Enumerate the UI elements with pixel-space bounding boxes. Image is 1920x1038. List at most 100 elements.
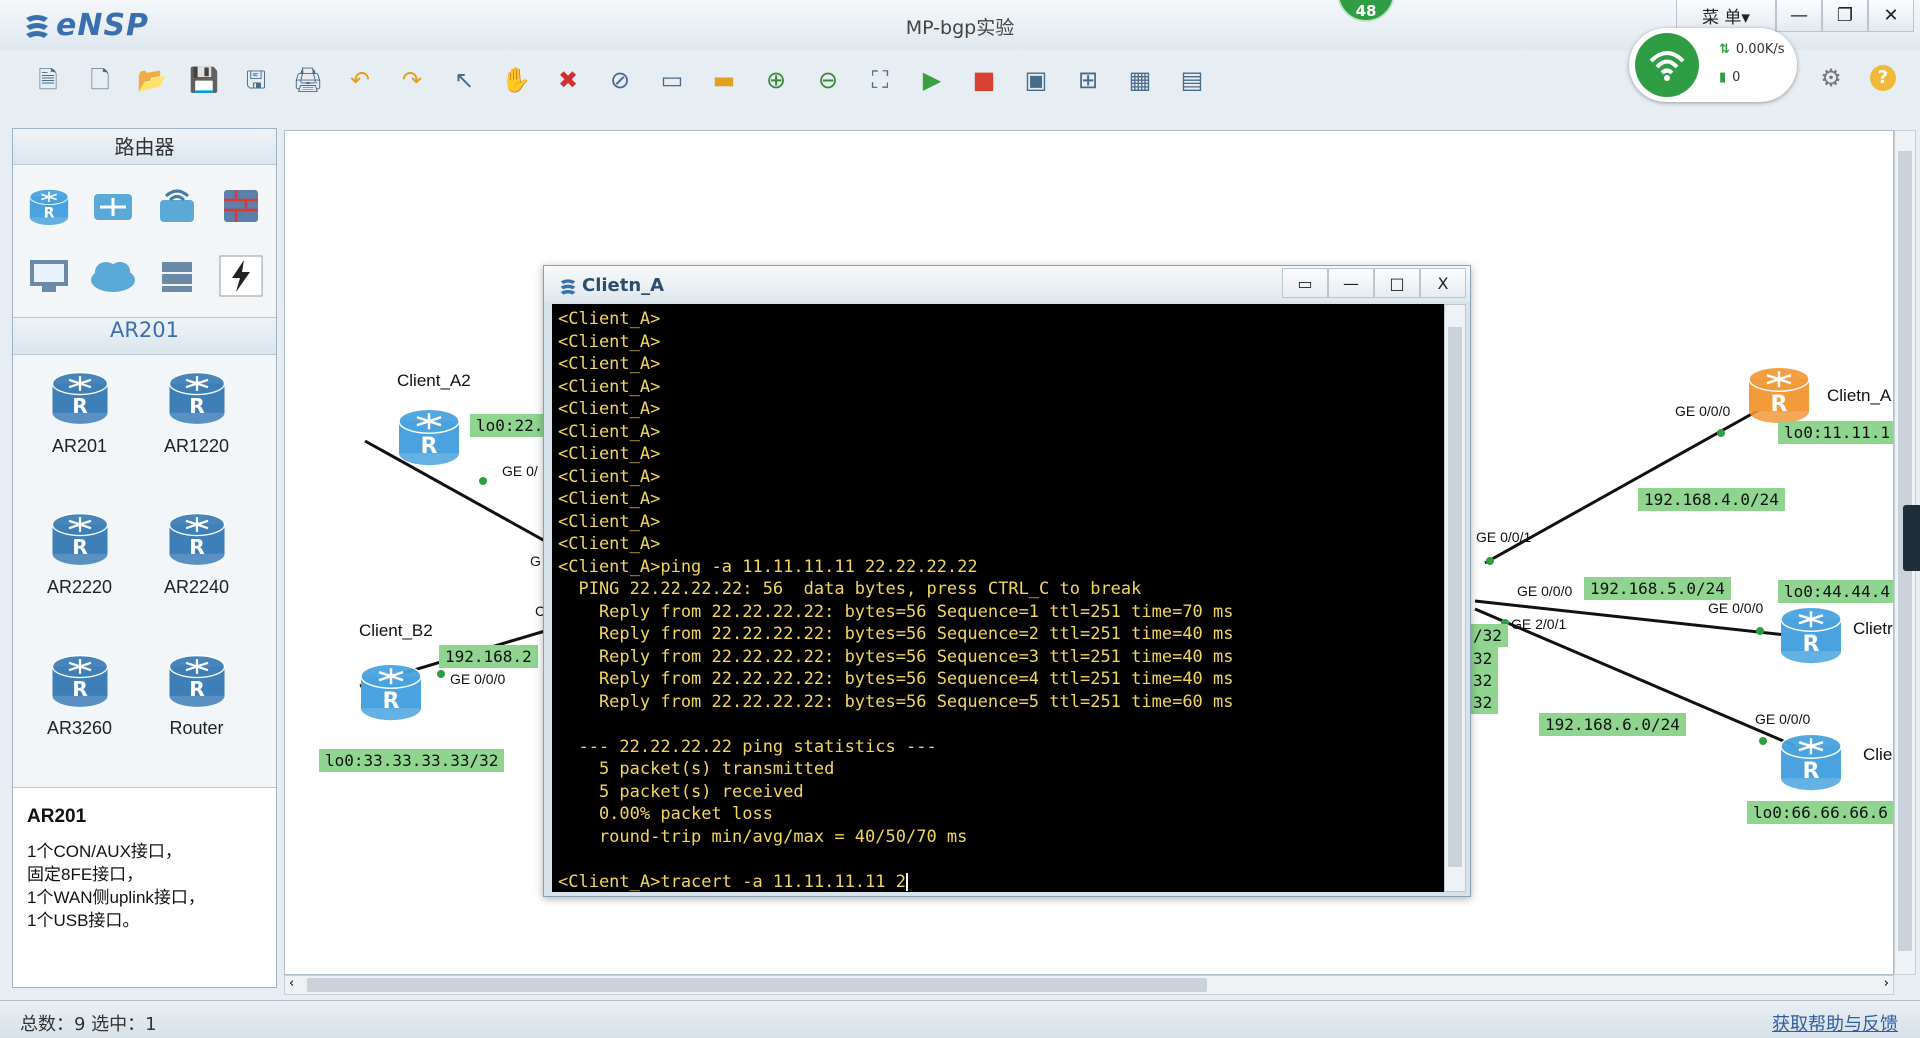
terminal-line-text: 5 packet(s) received bbox=[558, 781, 804, 802]
tag-mask: /32 bbox=[1467, 624, 1508, 647]
description-line: 1个WAN侧uplink接口， bbox=[27, 888, 205, 907]
device-ar2240[interactable]: R AR2240 bbox=[138, 506, 255, 618]
text-annotation-button[interactable]: ▭ bbox=[646, 54, 698, 106]
device-router[interactable]: R Router bbox=[138, 648, 255, 760]
side-dock-tab[interactable] bbox=[1903, 505, 1920, 571]
link-bottom bbox=[1474, 607, 1796, 748]
switch-category-icon[interactable] bbox=[81, 173, 145, 239]
settings-gear-button[interactable]: ⚙ bbox=[1805, 52, 1857, 104]
delete-link-button[interactable]: ⊘ bbox=[594, 54, 646, 106]
tag-net5: 192.168.5.0/24 bbox=[1584, 577, 1731, 600]
shape-rectangle-button[interactable]: ▬ bbox=[698, 54, 750, 106]
device-ar2220[interactable]: R AR2220 bbox=[21, 506, 138, 618]
terminal-line-text: <Client_A> bbox=[558, 399, 661, 419]
terminal-window[interactable]: Clietn_A ▭ — □ X <Client_A><Client_A><Cl… bbox=[543, 265, 1471, 897]
zoom-in-button[interactable]: ⊕ bbox=[750, 54, 802, 106]
svg-text:R: R bbox=[189, 535, 205, 559]
select-pointer-button[interactable]: ↖ bbox=[438, 54, 490, 106]
scroll-left-icon[interactable]: ‹ bbox=[289, 976, 295, 991]
svg-text:R: R bbox=[421, 434, 438, 459]
description-line: 1个CON/AUX接口， bbox=[27, 842, 182, 861]
device-ar201[interactable]: R AR201 bbox=[21, 365, 138, 477]
stop-device-button[interactable]: ■ bbox=[958, 54, 1010, 106]
link-mid bbox=[1474, 599, 1796, 638]
terminal-line: <Client_A> bbox=[558, 353, 1438, 376]
terminal-line-text: Reply from 22.22.22.22: bytes=56 Sequenc… bbox=[558, 624, 1234, 644]
other-device-category-icon[interactable] bbox=[145, 243, 209, 309]
scrollbar-thumb[interactable] bbox=[1448, 327, 1462, 867]
help-feedback-link[interactable]: 获取帮助与反馈 bbox=[1772, 1014, 1898, 1035]
router-cliet-right[interactable]: R bbox=[1775, 599, 1847, 667]
network-monitor-widget[interactable]: ⇅0.00K/s ▮0 bbox=[1629, 28, 1797, 102]
terminal-minimize-button[interactable]: — bbox=[1328, 268, 1374, 298]
tag-lo-b2: lo0:33.33.33.33/32 bbox=[319, 749, 505, 772]
terminal-maximize-button[interactable]: □ bbox=[1374, 268, 1420, 298]
device-ar1220[interactable]: R AR1220 bbox=[138, 365, 255, 477]
text-cursor bbox=[906, 872, 908, 891]
pan-hand-button[interactable]: ✋ bbox=[490, 54, 542, 106]
print-button[interactable]: 🖨 bbox=[282, 54, 334, 106]
main-menu-button[interactable]: 菜 单▾ bbox=[1676, 0, 1776, 32]
description-line: 固定8FE接口， bbox=[27, 865, 144, 884]
terminal-line: <Client_A> bbox=[558, 398, 1438, 421]
close-button[interactable]: ✕ bbox=[1868, 0, 1914, 32]
select-pointer-icon: ↖ bbox=[453, 66, 475, 94]
delete-button[interactable]: ✖ bbox=[542, 54, 594, 106]
undo-button[interactable]: ↶ bbox=[334, 54, 386, 106]
minimize-button[interactable]: — bbox=[1776, 0, 1822, 32]
cli-button[interactable]: ▤ bbox=[1166, 54, 1218, 106]
device-label: AR3260 bbox=[46, 718, 113, 739]
help-button[interactable]: ? bbox=[1857, 52, 1909, 104]
device-label: AR1220 bbox=[163, 435, 230, 456]
wifi-icon bbox=[1635, 33, 1699, 97]
wireless-category-icon[interactable] bbox=[145, 173, 209, 239]
svg-text:R: R bbox=[1803, 632, 1820, 657]
open-folder-button[interactable]: 📂 bbox=[126, 54, 178, 106]
save-as-button[interactable]: 🖫 bbox=[230, 54, 282, 106]
scrollbar-thumb[interactable] bbox=[307, 978, 1207, 992]
terminal-line: 5 packet(s) transmitted bbox=[558, 758, 1438, 781]
router-client-b2[interactable]: R bbox=[355, 656, 427, 724]
cloud-category-icon[interactable] bbox=[81, 243, 145, 309]
device-label: AR2220 bbox=[46, 577, 113, 598]
svg-text:R: R bbox=[189, 677, 205, 701]
start-device-button[interactable]: ▶ bbox=[906, 54, 958, 106]
router-clie-right[interactable]: R bbox=[1775, 726, 1847, 794]
ensp-logo-icon bbox=[26, 15, 48, 38]
capture-button[interactable]: ▣ bbox=[1010, 54, 1062, 106]
router-category-icon[interactable]: R bbox=[17, 173, 81, 239]
link-a2 bbox=[364, 439, 546, 543]
topology-button[interactable]: ⊞ bbox=[1062, 54, 1114, 106]
router-clietn-a[interactable]: R bbox=[1743, 359, 1815, 427]
terminal-output[interactable]: <Client_A> <Client_A> <Client_A> <Client_A>… bbox=[552, 304, 1444, 892]
restore-button[interactable]: ❐ bbox=[1822, 0, 1868, 32]
terminal-category-icon[interactable] bbox=[17, 243, 81, 309]
table-button[interactable]: ▦ bbox=[1114, 54, 1166, 106]
zoom-out-button[interactable]: ⊖ bbox=[802, 54, 854, 106]
terminal-close-button[interactable]: X bbox=[1420, 268, 1466, 298]
router-client-a2[interactable]: R bbox=[393, 401, 465, 469]
connection-category-icon[interactable] bbox=[209, 243, 273, 309]
new-topology-button[interactable]: 🗎 bbox=[22, 54, 74, 106]
terminal-line: Reply from 22.22.22.22: bytes=56 Sequenc… bbox=[558, 601, 1438, 624]
firewall-category-icon[interactable] bbox=[209, 173, 273, 239]
terminal-line: <Client_A> bbox=[558, 533, 1438, 556]
device-ar3260[interactable]: R AR3260 bbox=[21, 648, 138, 760]
new-sample-button[interactable]: 🗋 bbox=[74, 54, 126, 106]
window-controls: 菜 单▾ — ❐ ✕ bbox=[1676, 0, 1914, 34]
tag-net-b2: 192.168.2 bbox=[439, 645, 538, 668]
terminal-line-text: <Client_A> bbox=[558, 444, 661, 464]
redo-button[interactable]: ↷ bbox=[386, 54, 438, 106]
terminal-scrollbar[interactable] bbox=[1444, 304, 1466, 892]
terminal-pin-icon[interactable]: ▭ bbox=[1282, 268, 1328, 298]
terminal-title-bar[interactable]: Clietn_A ▭ — □ X bbox=[544, 266, 1470, 302]
scroll-right-icon[interactable]: › bbox=[1883, 976, 1889, 991]
terminal-line-text: <Client_A> bbox=[558, 534, 661, 554]
terminal-controls: ▭ — □ X bbox=[1282, 268, 1466, 298]
canvas-horizontal-scrollbar[interactable]: ‹ › bbox=[284, 975, 1894, 995]
save-button[interactable]: 💾 bbox=[178, 54, 230, 106]
svg-text:R: R bbox=[1803, 759, 1820, 784]
fit-view-button[interactable]: ⛶ bbox=[854, 54, 906, 106]
terminal-line: round-trip min/avg/max = 40/50/70 ms bbox=[558, 826, 1438, 849]
